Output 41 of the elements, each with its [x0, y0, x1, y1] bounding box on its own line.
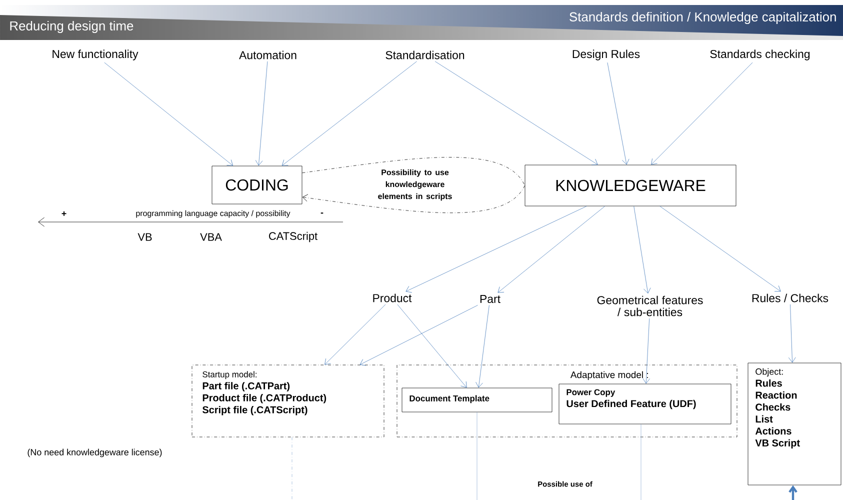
node-label: Product	[373, 294, 412, 302]
arrow	[406, 206, 587, 293]
arrow	[434, 61, 598, 166]
node-label: Rules / Checks	[752, 294, 828, 302]
arrow	[660, 206, 781, 292]
arrow	[476, 305, 490, 388]
arrow	[642, 318, 650, 384]
node-label: Part	[480, 295, 500, 303]
arrow	[788, 304, 796, 363]
minus-sign: -	[320, 212, 324, 214]
language-label: VBA	[200, 233, 222, 241]
plus-sign: +	[62, 211, 66, 216]
node-label: Automation	[239, 50, 296, 60]
arrow	[360, 305, 478, 366]
node-label: Geometrical features / sub-entities	[597, 296, 703, 316]
arrow	[302, 185, 525, 214]
object-box: Object: Rules Reaction Checks List Actions VB Script	[748, 362, 842, 486]
object-box: Power Copy User Defined Feature (UDF)	[558, 384, 732, 424]
object-box: Document Template	[402, 388, 552, 412]
language-label: VB	[138, 233, 152, 241]
process-box: CODING	[212, 166, 302, 204]
model-frame: Startup model: Part file (.CATPart) Product file (.CATProduct) Script file (.CATScript)	[192, 364, 384, 438]
arrow	[634, 206, 651, 294]
language-label: CATScript	[269, 232, 318, 242]
process-box: KNOWLEDGEWARE	[524, 164, 736, 206]
arrow	[607, 62, 630, 165]
node-label: Design Rules	[572, 50, 640, 60]
arrow	[104, 62, 234, 166]
arrow	[282, 61, 417, 166]
banner-title: Standards definition / Knowledge capitalization	[570, 12, 836, 24]
node-label: Standards checking	[710, 50, 810, 60]
arrow	[788, 485, 798, 500]
arrow	[397, 304, 467, 388]
arrow	[324, 304, 386, 365]
node-label: Standardisation	[386, 50, 464, 60]
node-label: New functionality	[52, 50, 138, 60]
note-text: (No need knowledgeware license)	[28, 448, 162, 458]
arrow	[255, 61, 268, 166]
banner-title: Reducing design time	[10, 20, 134, 34]
arrow	[498, 206, 606, 293]
arrow	[651, 62, 753, 165]
